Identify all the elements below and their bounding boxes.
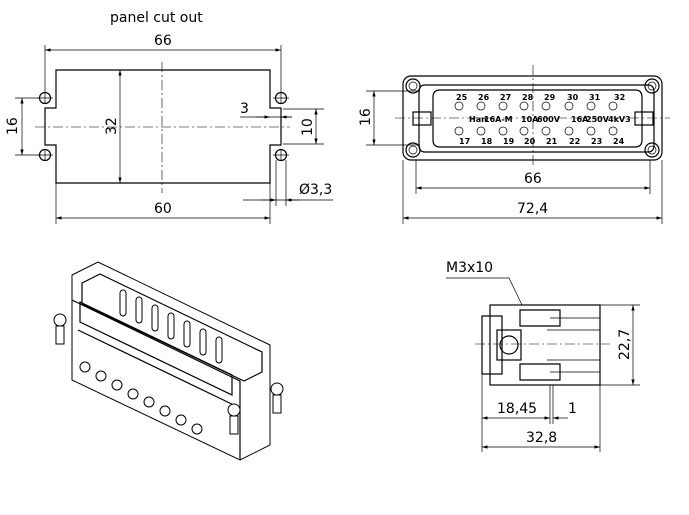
label: 22 — [569, 137, 580, 146]
label: 24 — [613, 137, 625, 146]
label: 32 — [614, 93, 625, 102]
dim-32: 32 — [104, 117, 120, 135]
label: 28 — [522, 93, 534, 102]
label: Han — [469, 115, 487, 124]
side-screw — [496, 329, 522, 361]
label: 20 — [524, 137, 536, 146]
panel-cutout-view: panel cut out 66 60 32 16 10 3 — [5, 10, 333, 224]
label: 16A-M — [484, 115, 513, 124]
dim-side-depth-b: 1 — [568, 401, 577, 417]
dim-10: 10 — [300, 118, 316, 136]
panel-cutout-title: panel cut out — [110, 10, 203, 26]
dim-front-pin-span: 66 — [524, 171, 542, 187]
label: 250V — [586, 115, 610, 124]
dim-16: 16 — [5, 117, 21, 135]
label: 30 — [567, 93, 579, 102]
label: 23 — [591, 137, 602, 146]
dim-3: 3 — [240, 101, 249, 117]
pin-row-top — [454, 101, 618, 111]
dim-front-height: 16 — [358, 108, 374, 126]
locking-screws — [53, 313, 284, 435]
cutout-outline — [44, 69, 282, 184]
dim-side-height: 22,7 — [617, 329, 633, 360]
label: 21 — [546, 137, 558, 146]
mounting-holes — [37, 91, 289, 162]
dim-side-depth-a: 18,45 — [497, 401, 537, 417]
dim-side-overall: 32,8 — [526, 430, 557, 446]
label: 25 — [456, 93, 468, 102]
connector-front-view: 25 26 27 28 29 30 31 32 17 18 19 20 21 2… — [358, 65, 670, 224]
label: 29 — [544, 93, 556, 102]
label: 19 — [503, 137, 515, 146]
label: 17 — [459, 137, 470, 146]
contact-pins — [119, 289, 223, 364]
pin-labels-bottom: 17 18 19 20 21 22 23 24 — [459, 137, 625, 146]
connector-isometric-view — [53, 261, 284, 461]
label: 4kV3 — [608, 115, 631, 124]
label: 31 — [589, 93, 601, 102]
label: 27 — [500, 93, 511, 102]
pin-row-bottom — [454, 126, 618, 136]
label: 16A — [571, 115, 589, 124]
dim-60: 60 — [154, 201, 172, 217]
left-locking-screw — [412, 111, 432, 126]
connector-side-view: M3x10 22,7 18,45 1 32,8 — [446, 260, 640, 452]
dim-66: 66 — [154, 33, 172, 49]
pin-labels-top: 25 26 27 28 29 30 31 32 — [456, 93, 625, 102]
label: 10A — [521, 115, 539, 124]
label: 600V — [537, 115, 561, 124]
dim-hole-diameter: Ø3,3 — [299, 182, 332, 198]
corner-screws — [405, 78, 660, 158]
screw-label: M3x10 — [446, 260, 493, 276]
connector-marking: Han 16A-M 10A 600V 16A 250V 4kV3 — [469, 115, 631, 124]
right-locking-screw — [634, 111, 654, 126]
label: 26 — [478, 93, 490, 102]
terminal-screws — [79, 361, 203, 435]
side-body — [489, 304, 601, 386]
dim-front-overall-width: 72,4 — [517, 201, 548, 217]
label: 18 — [481, 137, 493, 146]
